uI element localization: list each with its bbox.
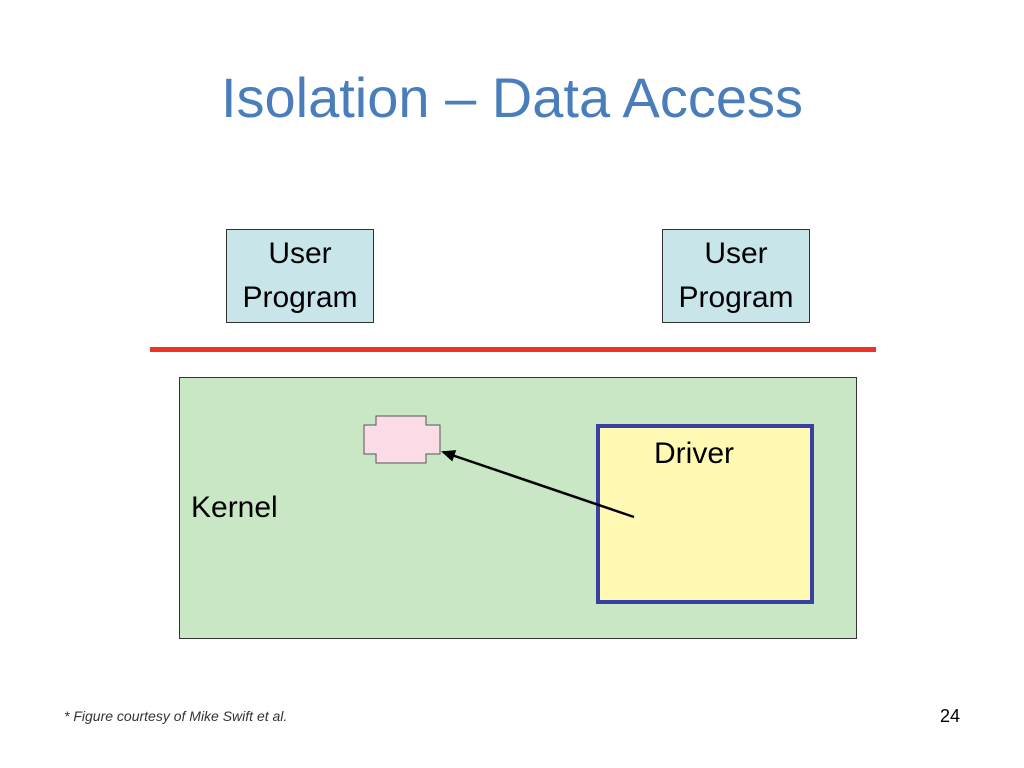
user-program-line2: Program <box>678 281 794 314</box>
user-program-line1: User <box>704 237 768 270</box>
user-program-line1: User <box>268 237 332 270</box>
kernel-label: Kernel <box>191 491 278 524</box>
user-program-line2: Program <box>242 281 358 314</box>
user-program-box-right: User Program <box>662 229 810 323</box>
driver-label: Driver <box>654 437 734 470</box>
user-kernel-boundary-line <box>150 347 876 352</box>
slide-title: Isolation – Data Access <box>220 66 804 129</box>
page-number: 24 <box>940 706 961 726</box>
figure-credit-footnote: * Figure courtesy of Mike Swift et al. <box>64 708 288 724</box>
user-program-box-left: User Program <box>226 229 374 323</box>
